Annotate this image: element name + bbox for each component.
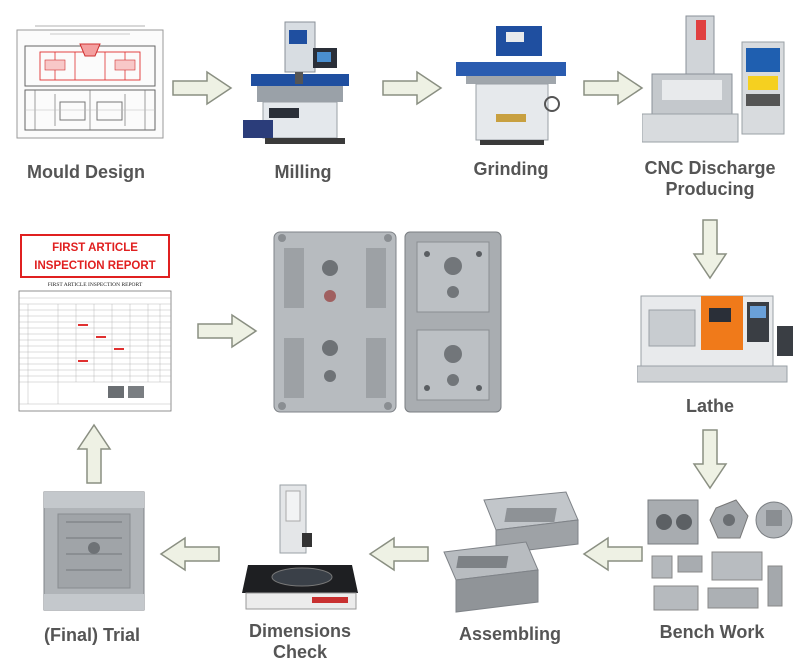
- finished-mould-core-photo: [404, 231, 502, 413]
- measuring-machine-photo: [242, 484, 358, 610]
- step-label-bench-work: Bench Work: [659, 622, 765, 642]
- report-title-line1: FIRST ARTICLE: [52, 242, 138, 254]
- step-label-cnc-discharge: CNC Discharge Producing: [630, 158, 790, 200]
- flow-arrow-right: [382, 70, 443, 106]
- flow-arrow-up: [76, 423, 112, 484]
- cnc-discharge-machine-photo: [642, 15, 785, 143]
- final-trial-mould-photo: [43, 491, 145, 611]
- step-label-grinding: Grinding: [473, 159, 549, 179]
- flow-arrow-left: [582, 536, 643, 572]
- cnc-label-line1: CNC Discharge: [644, 158, 776, 178]
- finished-mould-cavity-photo: [273, 231, 397, 413]
- flow-arrow-right: [172, 70, 233, 106]
- dimensions-label-line2: Check: [272, 642, 328, 662]
- step-label-final-trial: (Final) Trial: [43, 625, 140, 645]
- lathe-machine-photo: [637, 295, 793, 383]
- milling-machine-photo: [243, 21, 349, 144]
- report-subtitle: FIRST ARTICLE INSPECTION REPORT: [47, 282, 143, 288]
- assembled-mould-photo: [443, 491, 579, 613]
- flow-arrow-down: [692, 429, 728, 490]
- flow-arrow-down: [692, 219, 728, 280]
- bench-work-parts-photo: [647, 499, 793, 611]
- cnc-label-line2: Producing: [665, 179, 755, 199]
- report-title-box: FIRST ARTICLE INSPECTION REPORT: [20, 234, 170, 278]
- mould-design-drawing: [16, 25, 164, 139]
- flow-arrow-right: [583, 70, 644, 106]
- step-label-dimensions-check: Dimensions Check: [225, 621, 375, 663]
- step-label-mould-design: Mould Design: [27, 162, 145, 182]
- step-label-lathe: Lathe: [685, 396, 734, 416]
- step-label-milling: Milling: [274, 162, 332, 182]
- flow-arrow-left: [159, 536, 220, 572]
- flow-arrow-left: [368, 536, 429, 572]
- flow-arrow-right: [197, 313, 258, 349]
- report-table: [18, 290, 172, 412]
- step-label-assembling: Assembling: [458, 624, 562, 644]
- grinding-machine-photo: [456, 26, 566, 145]
- report-title-line2: INSPECTION REPORT: [34, 260, 156, 272]
- dimensions-label-line1: Dimensions: [248, 621, 352, 641]
